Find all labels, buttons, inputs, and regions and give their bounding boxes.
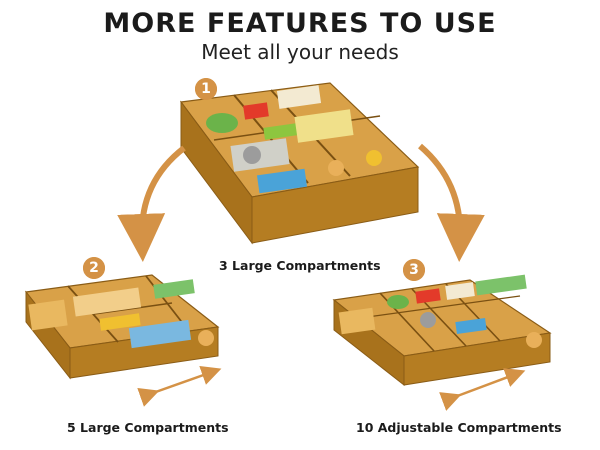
organizer-three-compartments — [179, 82, 420, 245]
caption-option-1: 3 Large Compartments — [219, 258, 381, 273]
curved-arrow-left-icon — [117, 145, 186, 262]
double-arrow-icon — [137, 365, 526, 411]
badge-3: 3 — [403, 259, 425, 281]
page-title: MORE FEATURES TO USE — [103, 8, 497, 39]
page-subtitle: Meet all your needs — [201, 40, 399, 64]
caption-option-3: 10 Adjustable Compartments — [356, 420, 562, 435]
curved-arrow-right-icon — [418, 143, 485, 262]
badge-2: 2 — [83, 257, 105, 279]
caption-option-2: 5 Large Compartments — [67, 420, 229, 435]
badge-1: 1 — [195, 78, 217, 100]
organizer-five-compartments — [24, 274, 220, 380]
organizer-ten-compartments — [332, 274, 552, 387]
